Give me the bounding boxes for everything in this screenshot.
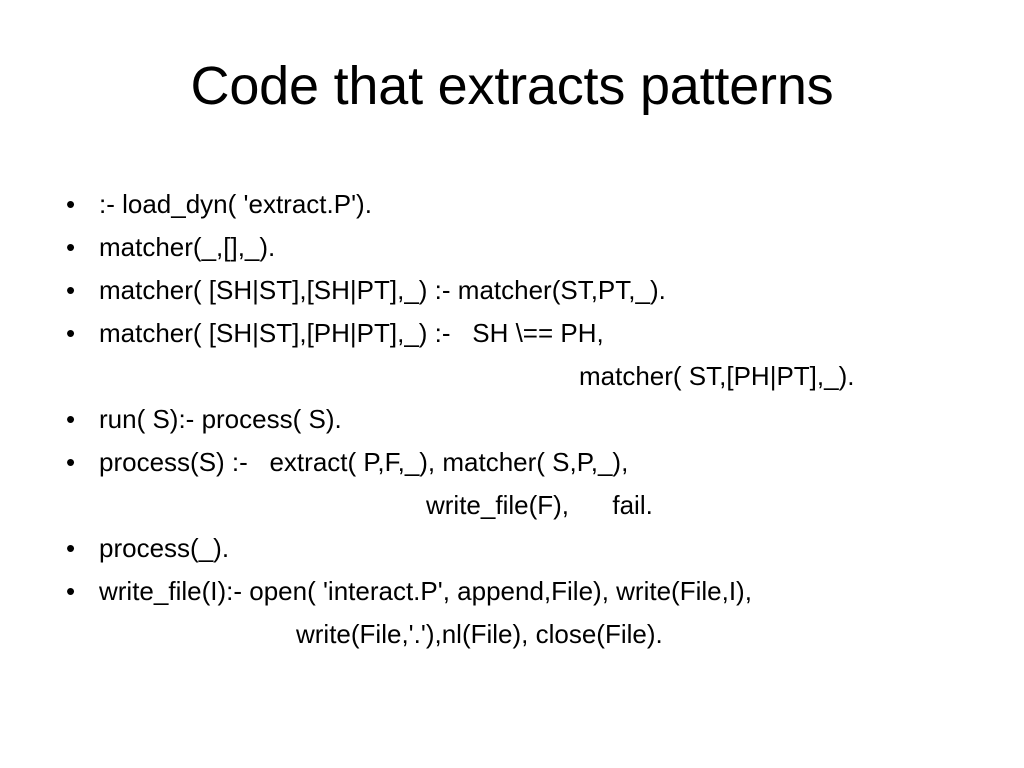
- bullet-dot-icon: •: [66, 404, 76, 434]
- list-item-label: matcher( [SH|ST],[PH|PT],_) :- SH \== PH…: [99, 318, 604, 348]
- list-item-continuation: matcher( ST,[PH|PT],_).: [60, 355, 1010, 398]
- bullet-dot-icon: •: [66, 576, 76, 606]
- list-item-label: process(_).: [99, 533, 230, 563]
- list-item-label: process(S) :- extract( P,F,_), matcher( …: [99, 447, 629, 477]
- list-item: • process(_).: [60, 527, 1010, 570]
- bullet-dot-icon: •: [66, 232, 76, 262]
- list-item: • process(S) :- extract( P,F,_), matcher(…: [60, 441, 1010, 484]
- bullet-dot-icon: •: [66, 189, 76, 219]
- list-item-label: :- load_dyn( 'extract.P').: [99, 189, 372, 219]
- bullet-dot-icon: •: [66, 533, 76, 563]
- bullet-list: • :- load_dyn( 'extract.P'). • matcher(_,[]…: [60, 183, 1010, 656]
- list-item-label: matcher(_,[],_).: [99, 232, 276, 262]
- bullet-dot-icon: •: [66, 318, 76, 348]
- list-item: • write_file(I):- open( 'interact.P', app…: [60, 570, 1010, 613]
- page-title: Code that extracts patterns: [190, 56, 834, 116]
- list-item-continuation: write_file(F), fail.: [60, 484, 1010, 527]
- list-item: • matcher(_,[],_).: [60, 226, 1010, 269]
- list-item-label: write_file(F), fail.: [426, 490, 653, 520]
- list-item-label: matcher( [SH|ST],[SH|PT],_) :- matcher(S…: [99, 275, 666, 305]
- bullet-dot-icon: •: [66, 275, 76, 305]
- list-item: • run( S):- process( S).: [60, 398, 1010, 441]
- list-item: • :- load_dyn( 'extract.P').: [60, 183, 1010, 226]
- list-item: • matcher( [SH|ST],[SH|PT],_) :- matcher(…: [60, 269, 1010, 312]
- bullet-dot-icon: •: [66, 447, 76, 477]
- list-item-label: matcher( ST,[PH|PT],_).: [579, 361, 855, 391]
- list-item-label: write_file(I):- open( 'interact.P', appe…: [99, 576, 752, 606]
- list-item: • matcher( [SH|ST],[PH|PT],_) :- SH \== P…: [60, 312, 1010, 355]
- list-item-label: write(File,'.'),nl(File), close(File).: [296, 619, 663, 649]
- list-item-continuation: write(File,'.'),nl(File), close(File).: [60, 613, 1010, 656]
- list-item-label: run( S):- process( S).: [99, 404, 342, 434]
